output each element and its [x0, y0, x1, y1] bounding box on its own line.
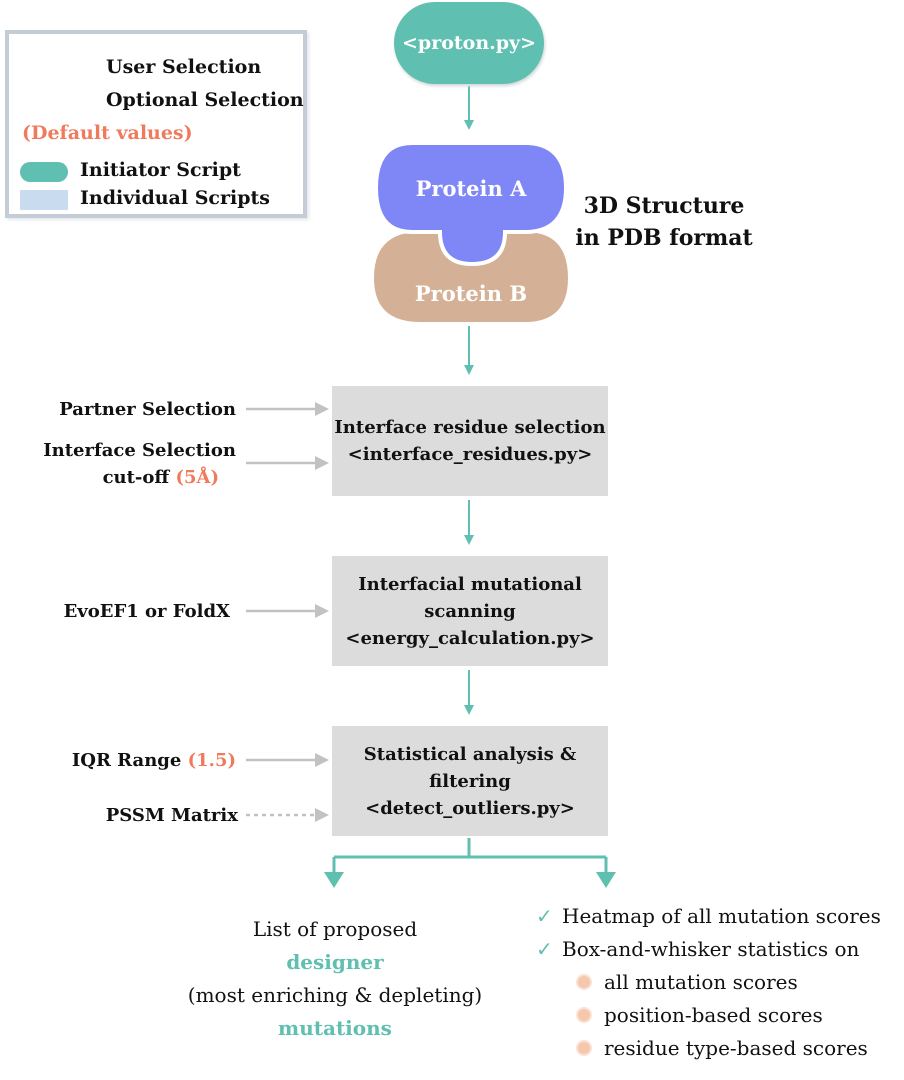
protein-a-label: Protein A — [415, 176, 527, 201]
step2-line2: scanning — [424, 600, 516, 622]
initiator-label: <proton.py> — [401, 32, 536, 54]
statistical-analysis-box: Statistical analysis & filtering <detect… — [332, 726, 608, 836]
protein-a-shape — [373, 141, 569, 267]
output-bullet-position: position-based scores — [578, 1003, 823, 1027]
cutoff-text: cut-off — [102, 467, 170, 488]
legend-user-selection: User Selection — [106, 56, 262, 78]
output-bullet-residue-text: residue type-based scores — [604, 1036, 868, 1060]
initiator-node: <proton.py> — [394, 2, 544, 84]
protein-b-shape — [374, 232, 568, 322]
output-bullet-all-text: all mutation scores — [604, 970, 798, 994]
interface-residue-selection-box: Interface residue selection <interface_r… — [332, 386, 608, 496]
cutoff-label: cut-off (5Å) — [103, 464, 219, 491]
output-bullet-residue: residue type-based scores — [578, 1036, 868, 1060]
legend-initiator-script: Initiator Script — [80, 159, 241, 181]
bullet-dot-icon — [578, 1009, 590, 1021]
step1-line2: <interface_residues.py> — [347, 444, 593, 465]
legend-individual-swatch — [20, 190, 68, 210]
out-left-line3: (most enriching & depleting) — [187, 983, 483, 1007]
check-icon: ✓ — [536, 904, 553, 928]
out-left-line2: designer — [286, 950, 384, 974]
protein-b-label: Protein B — [414, 281, 528, 306]
out-left-line1: List of proposed — [252, 917, 418, 941]
bullet-dot-icon — [578, 1042, 590, 1054]
step2-line3: <energy_calculation.py> — [345, 627, 595, 649]
interface-selection-label: Interface Selection — [43, 440, 236, 461]
legend-optional-selection: Optional Selection — [106, 89, 304, 111]
output-heatmap: ✓ Heatmap of all mutation scores — [536, 904, 881, 928]
cutoff-default: (5Å) — [175, 467, 219, 488]
partner-selection-label: Partner Selection — [59, 399, 236, 420]
legend-default-values: (Default values) — [22, 122, 193, 144]
legend-individual-scripts: Individual Scripts — [80, 187, 270, 209]
step3-line1: Statistical analysis & — [363, 743, 577, 765]
iqr-range-default: (1.5) — [187, 750, 236, 771]
iqr-range-text: IQR Range — [71, 750, 182, 771]
structure-label-line2: in PDB format — [575, 225, 753, 251]
structure-label: 3D Structure in PDB format — [544, 190, 784, 254]
evoef-foldx-label: EvoEF1 or FoldX — [63, 601, 230, 622]
check-icon: ✓ — [536, 937, 553, 961]
legend — [5, 30, 307, 218]
step3-line2: filtering — [429, 770, 511, 792]
output-bullet-position-text: position-based scores — [604, 1003, 823, 1027]
mutational-scanning-box: Interfacial mutational scanning <energy_… — [332, 556, 608, 666]
output-boxplot-text: Box-and-whisker statistics on — [562, 937, 860, 961]
pssm-matrix-label: PSSM Matrix — [105, 805, 238, 826]
bullet-dot-icon — [578, 976, 590, 988]
output-bullet-all: all mutation scores — [578, 970, 798, 994]
step1-line1: Interface residue selection — [334, 417, 606, 438]
output-heatmap-text: Heatmap of all mutation scores — [562, 904, 881, 928]
output-boxplot: ✓ Box-and-whisker statistics on — [536, 937, 859, 961]
iqr-range-label: IQR Range (1.5) — [72, 747, 236, 774]
designer-mutations-output: List of proposed designer (most enrichin… — [170, 913, 500, 1045]
step2-line1: Interfacial mutational — [358, 573, 582, 595]
out-left-line4: mutations — [278, 1016, 392, 1040]
structure-label-line1: 3D Structure — [583, 193, 745, 219]
step3-line3: <detect_outliers.py> — [365, 797, 575, 819]
legend-initiator-swatch — [20, 162, 68, 182]
